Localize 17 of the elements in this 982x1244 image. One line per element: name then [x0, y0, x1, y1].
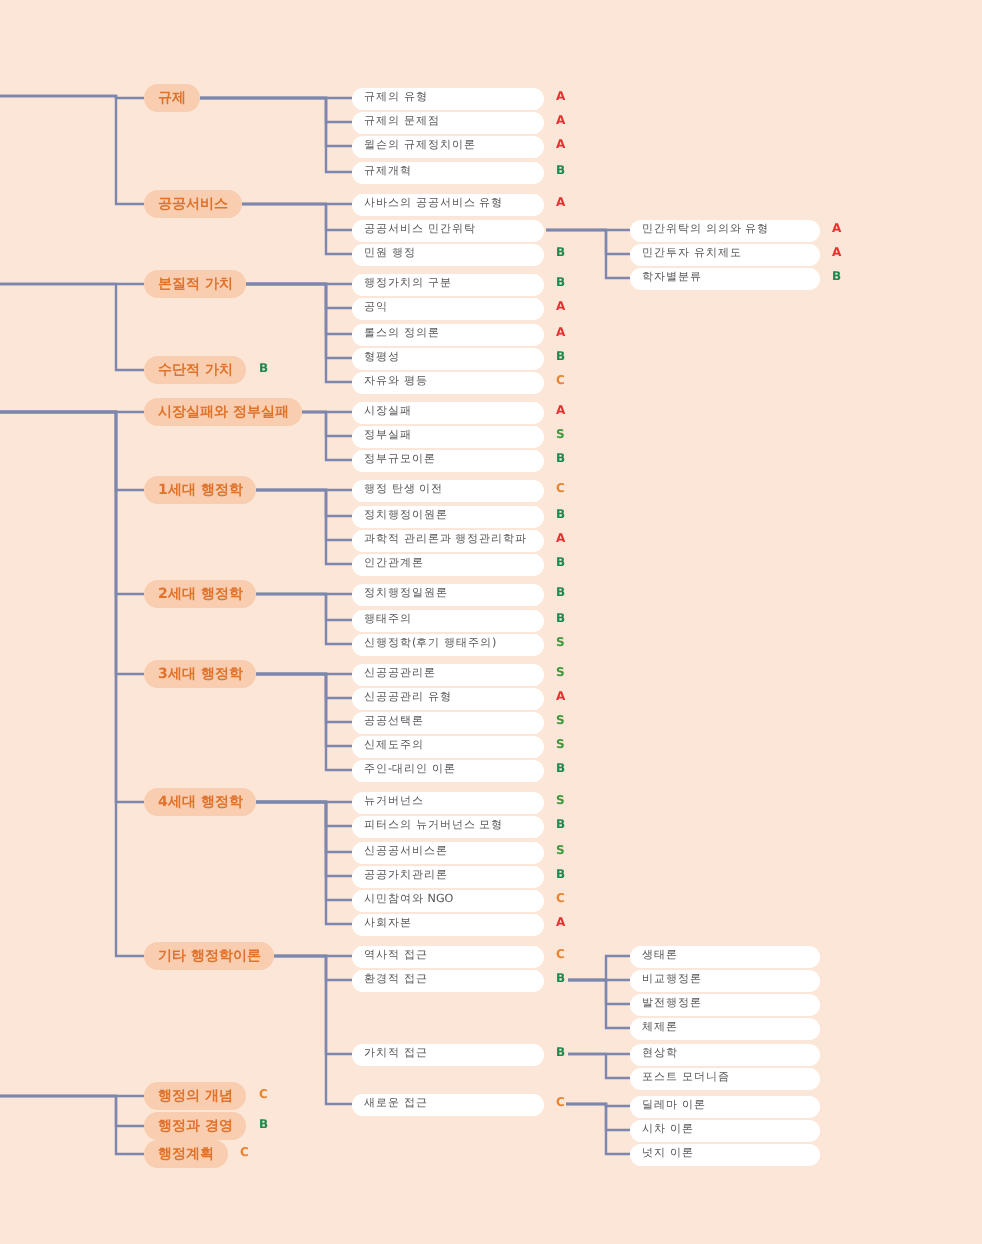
- connector-line: [274, 954, 352, 1106]
- connector-line: [0, 1094, 144, 1156]
- connector-line: [568, 1052, 630, 1080]
- connector-line: [546, 228, 630, 280]
- connector-line: [242, 202, 352, 256]
- connector-line: [0, 282, 144, 372]
- connector-line: [256, 800, 352, 926]
- connector-line: [0, 94, 144, 206]
- connector-line: [256, 592, 352, 646]
- connector-line: [302, 410, 352, 462]
- connector-line: [566, 1102, 630, 1156]
- connector-line: [200, 96, 352, 174]
- connector-line: [256, 672, 352, 772]
- connector-line: [0, 410, 144, 958]
- connector-line: [568, 978, 630, 1030]
- connector-line: [256, 488, 352, 566]
- connector-line: [246, 282, 352, 384]
